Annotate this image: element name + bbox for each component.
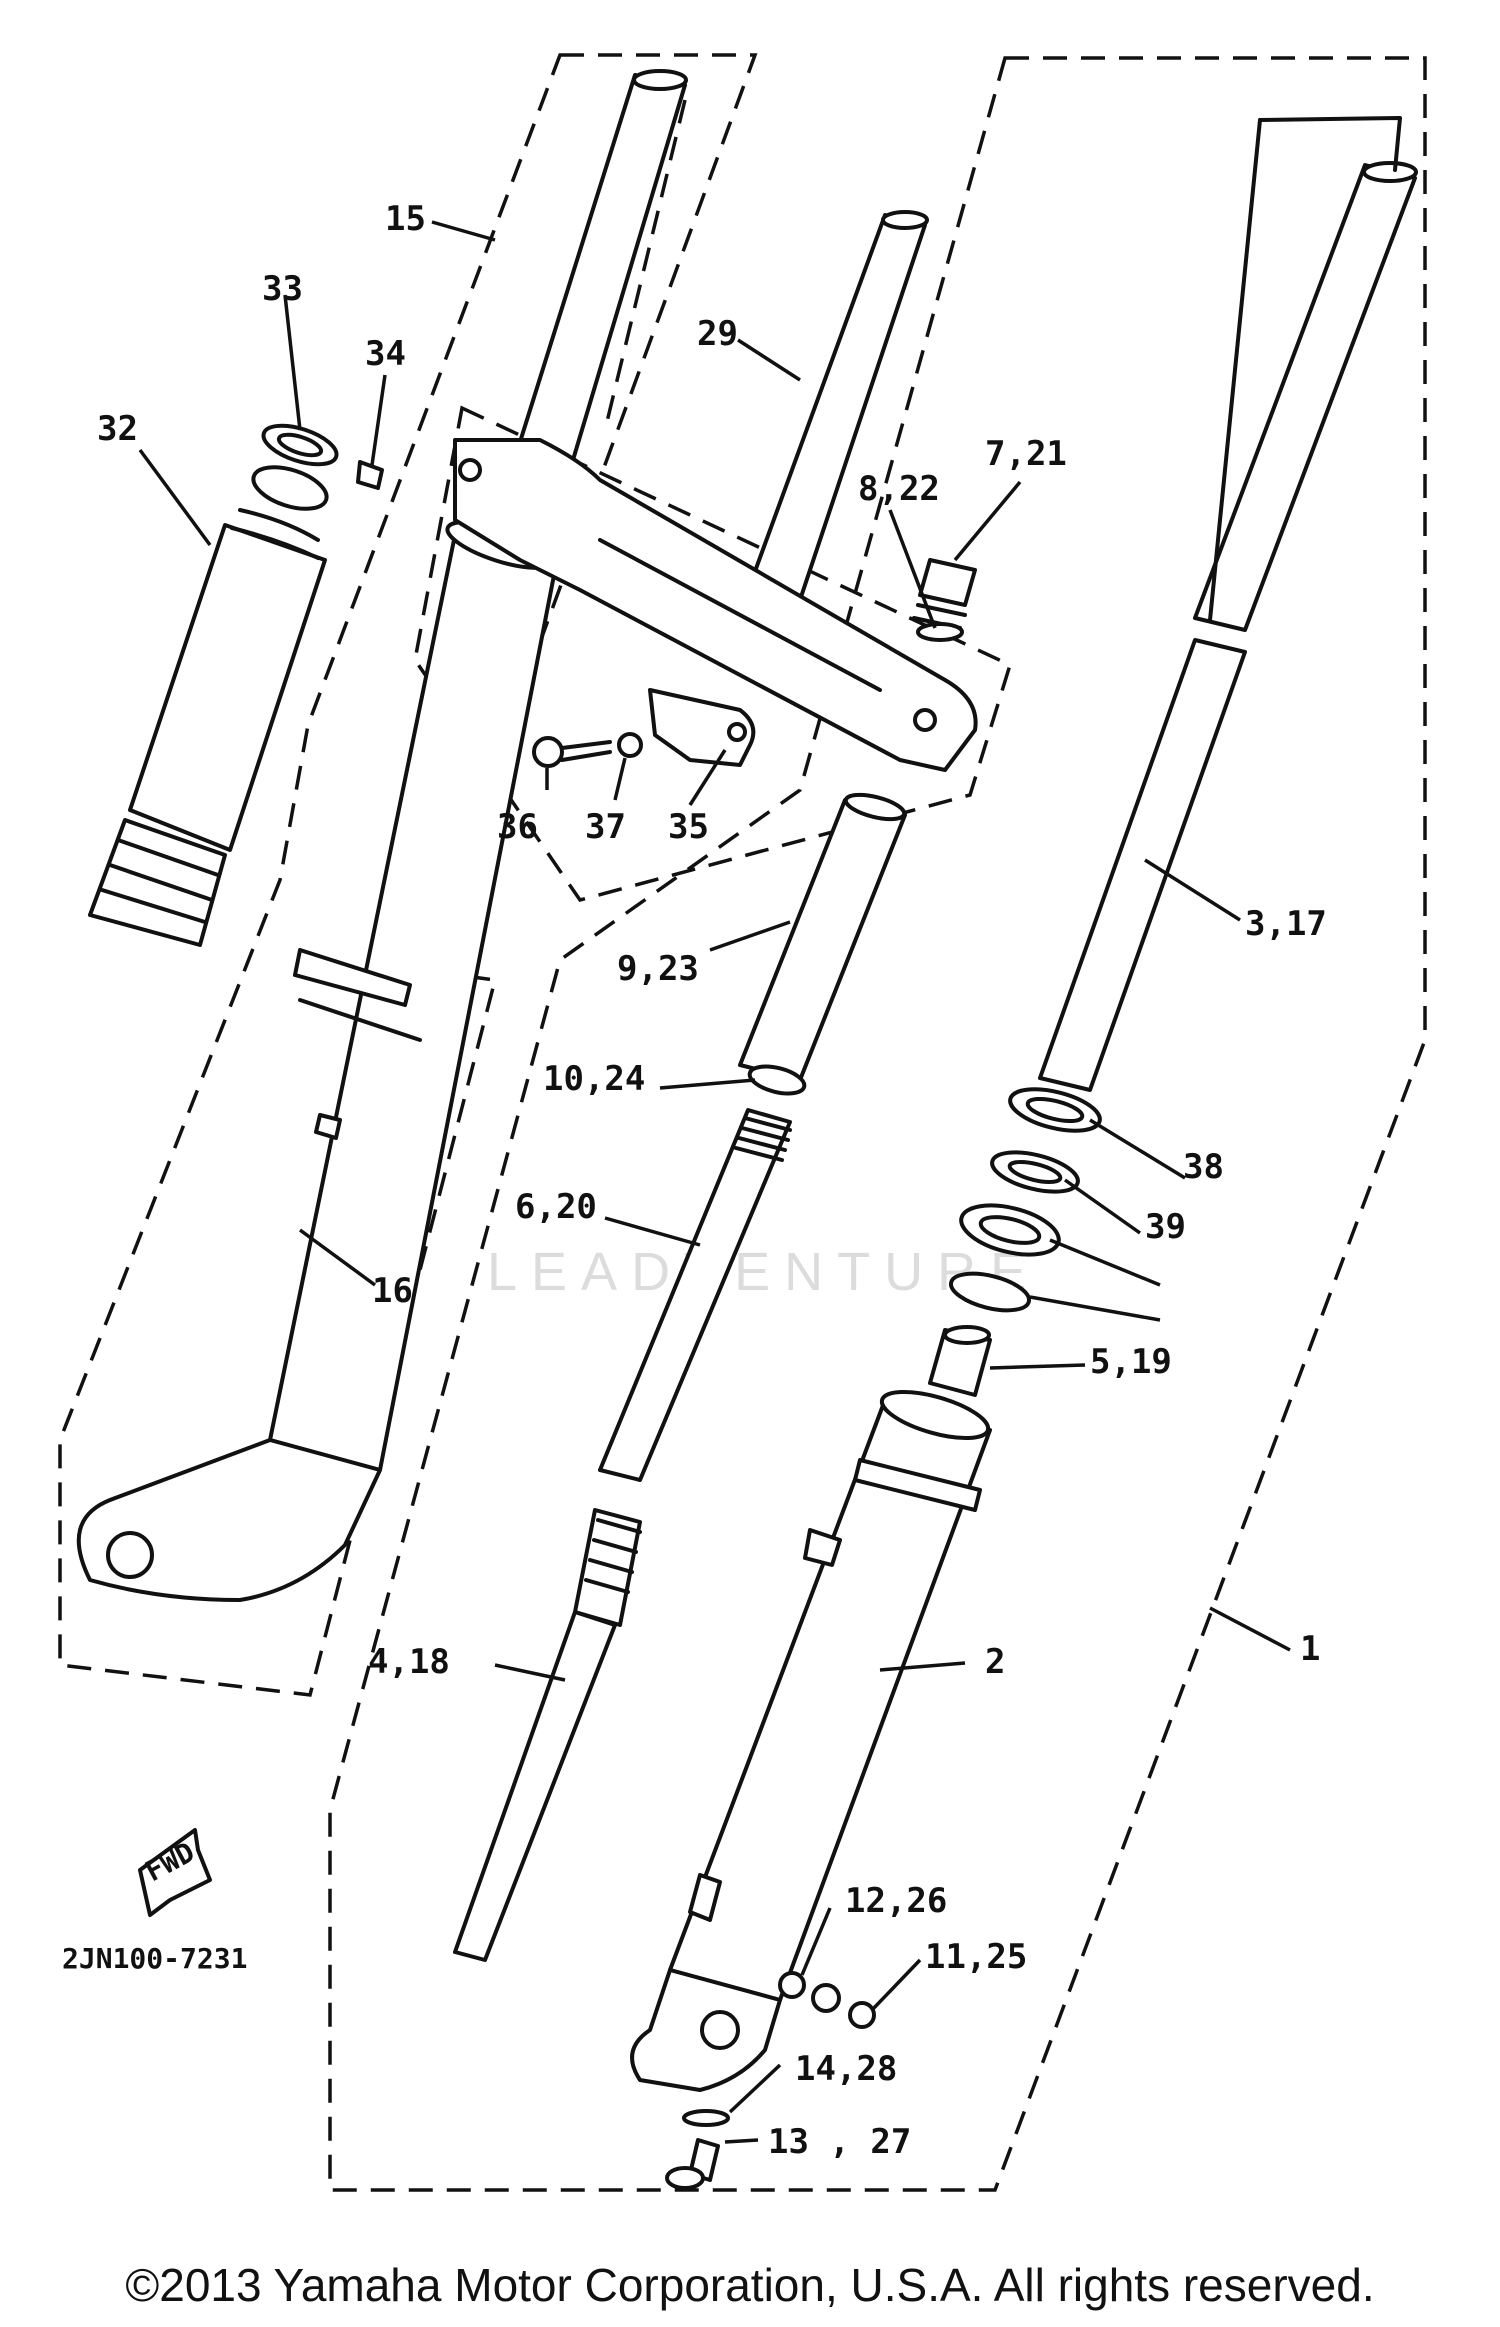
- callout-10-24: 10,24: [543, 1059, 645, 1099]
- part-33-cable-guide: [648, 688, 756, 767]
- callout-35: 37: [585, 807, 626, 847]
- callout-14-28: 14,28: [795, 2049, 897, 2089]
- assembly-boundary-left: [58, 53, 758, 1697]
- callout-6-20: 6,20: [515, 1187, 597, 1227]
- callout-3-17: 3,17: [1245, 904, 1327, 944]
- callout-33: 35: [668, 807, 709, 847]
- callout-32: 34: [365, 334, 406, 374]
- part-14-washer: [682, 2109, 730, 2127]
- lower-bracket: [453, 438, 978, 772]
- part-36-seal: [1008, 1087, 1102, 1133]
- fwd-arrow-icon: FWD: [138, 1828, 212, 1917]
- part-39-washer: [948, 1271, 1032, 1313]
- part-10-seat: [747, 1064, 807, 1096]
- part-6-fork-spring: [598, 1108, 792, 1482]
- callout-13-27: 13 , 27: [768, 2122, 911, 2162]
- part-2-outer-tube: [630, 1389, 992, 2092]
- callout-34: 36: [497, 807, 538, 847]
- copyright-notice: ©2013 Yamaha Motor Corporation, U.S.A. A…: [125, 2259, 1375, 2311]
- watermark: LEADVENTURE: [487, 1242, 1040, 1302]
- callout-30: 32: [97, 409, 138, 449]
- assembly-boundary-right: [328, 56, 1427, 2192]
- callout-15: 15: [385, 199, 426, 239]
- part-13-drain-bolt: [665, 2138, 720, 2190]
- callout-7-21: 7,21: [985, 434, 1067, 474]
- callout-29: 29: [697, 314, 738, 354]
- part-8-oring: [916, 622, 964, 642]
- callout-1: 1: [1300, 1629, 1320, 1669]
- part-3-inner-tube: [1038, 116, 1418, 1092]
- callout-12-26: 12,26: [845, 1881, 947, 1921]
- callout-9-23: 9,23: [617, 949, 699, 989]
- part-12-gasket: [778, 1971, 806, 1999]
- part-16-outer-tube: [76, 520, 557, 1602]
- leader-lines: [138, 220, 1291, 2144]
- assembly-boundary-bracket: [413, 405, 1013, 903]
- part-35-washer: [617, 732, 643, 758]
- part-32-clip: [356, 460, 384, 490]
- callout-8-22: 8,22: [858, 469, 940, 509]
- callout-4-18: 4,18: [368, 1642, 450, 1682]
- part-5-piece: [928, 1325, 992, 1397]
- callout-16: 16: [372, 1271, 413, 1311]
- callout-5-19: 5,19: [1090, 1342, 1172, 1382]
- part-11-bolt: [811, 1983, 876, 2029]
- callout-31: 33: [262, 269, 303, 309]
- callout-37: 39: [1145, 1207, 1186, 1247]
- callout-11-25: 11,25: [925, 1937, 1027, 1977]
- callout-2: 2: [985, 1642, 1005, 1682]
- part-15-inner-tube: [513, 69, 688, 472]
- part-31-oil-seal: [251, 423, 339, 511]
- part-34-bolt: [532, 736, 612, 768]
- part-4-damper-rod: [453, 1508, 642, 1962]
- callout-36: 38: [1183, 1147, 1224, 1187]
- part-37-clip: [990, 1150, 1080, 1194]
- diagram-id: 2JN100-7231: [62, 1942, 247, 1975]
- part-30-dust-boot: [88, 508, 327, 947]
